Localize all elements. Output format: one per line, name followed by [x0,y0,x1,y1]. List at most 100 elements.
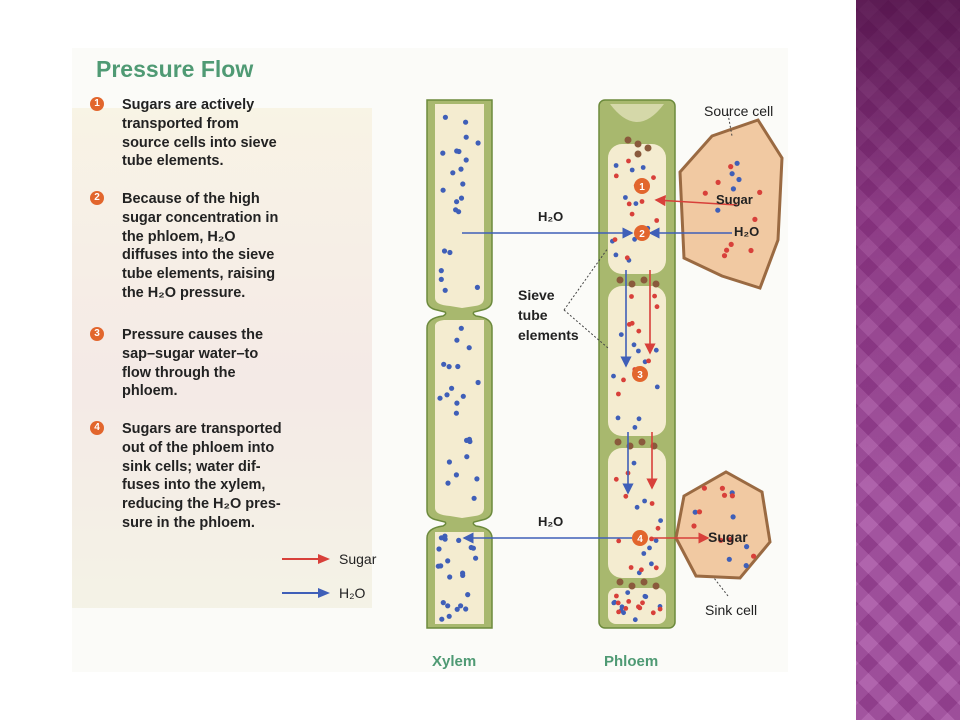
sugar-molecule [654,218,660,223]
sugar-molecule [626,599,632,604]
sugar-legend-arrow [282,554,330,564]
water-molecule [744,544,750,550]
water-molecule [643,594,649,600]
sugar-arrow-source-to-phloem [654,195,738,207]
water-molecule [454,199,460,205]
legend-sugar: Sugar [280,550,390,570]
sugar-molecule [651,175,656,180]
water-molecule [445,558,451,564]
water-molecule [641,551,647,556]
water-molecule [446,364,452,370]
sugar-molecule [757,189,763,195]
sink-cell-label: Sink cell [705,602,757,618]
sugar-molecule [629,211,635,217]
water-molecule [463,606,469,612]
water-molecule [454,400,460,406]
water-molecule [438,276,444,282]
background-tint [72,108,372,608]
water-molecule [460,181,466,187]
water-molecule [726,556,732,562]
sugar-molecule [616,609,621,615]
water-molecule [436,546,442,552]
sugar-molecule [626,158,631,164]
water-molecule [613,163,619,168]
sugar-molecule [654,304,660,310]
sink-cell-leader [713,577,729,597]
water-molecule [447,574,453,580]
sugar-molecule [623,493,629,499]
sugar-molecule [653,565,659,571]
sugar-molecule [751,553,757,559]
water-molecule [474,476,480,482]
water-molecule [439,616,445,622]
sugar-molecule [616,391,621,397]
sugar-molecule [652,293,657,299]
sugar-molecule [728,241,734,247]
water-molecule [692,509,698,515]
water-molecule [442,533,448,539]
step-marker-1 [634,178,650,194]
water-molecule [473,555,479,561]
sugar-molecule [626,322,632,327]
water-molecule [636,416,642,422]
water-molecule [454,606,460,612]
water-molecule [466,345,472,351]
sugar-molecule [649,501,655,506]
water-molecule [440,600,446,606]
water-molecule [442,114,448,120]
source-h2o-label: H₂O [734,224,759,239]
water-molecule [649,561,654,567]
xylem-vessel [426,99,493,629]
water-molecule [446,613,452,619]
step-2-number: 2 [90,191,104,205]
water-molecule [441,248,448,254]
sugar-molecules [612,158,763,616]
water-molecule [636,348,641,354]
water-molecule [634,504,640,510]
sieve-tube-leader-bottom [563,309,609,349]
water-legend-label: H₂O [339,585,366,601]
step-marker-3-label: 3 [637,370,643,381]
sugar-molecule [646,358,651,364]
sugar-molecule [616,538,622,544]
sieve-tube-label-line1: Sieve [518,287,555,303]
water-molecule [454,337,460,343]
step-marker-3 [632,366,648,382]
sugar-molecule [721,492,728,498]
sugar-molecule [719,485,726,491]
water-molecule [458,166,464,172]
water-molecule [734,160,740,166]
water-molecule [631,460,637,466]
step-2-text: Because of the high sugar concentration … [122,191,279,301]
water-molecule [653,538,659,543]
water-molecule [642,498,647,504]
water-molecule [611,373,616,379]
sugar-molecule [655,525,661,531]
sugar-molecule [613,173,619,179]
sugar-molecule [621,377,626,383]
source-cell-label: Source cell [704,103,773,119]
water-molecule [475,140,481,146]
sieve-plates [614,136,660,590]
sugar-molecule [626,201,632,207]
water-molecule [633,201,639,207]
sugar-molecule [628,565,634,570]
pressure-flow-diagram: 1 2 3 4 Source cell Sink cell H₂O H₂O Su… [72,99,784,670]
water-molecule [623,195,628,200]
water-molecule [437,395,443,401]
water-molecule [730,186,737,192]
phloem-step-markers: 1 2 3 4 [632,178,650,546]
step-marker-2-label: 2 [639,229,645,240]
water-molecule [444,392,450,398]
sugar-molecule [696,509,703,515]
sink-cell [674,470,772,580]
sugar-legend-label: Sugar [339,551,377,567]
water-molecule [621,610,626,616]
sugar-molecule [715,179,721,185]
water-molecule [463,157,469,163]
water-molecule [453,472,459,478]
water-molecule [453,207,459,213]
step-1-number: 1 [90,97,104,111]
water-molecule [445,480,451,486]
step-marker-4-label: 4 [637,534,643,545]
